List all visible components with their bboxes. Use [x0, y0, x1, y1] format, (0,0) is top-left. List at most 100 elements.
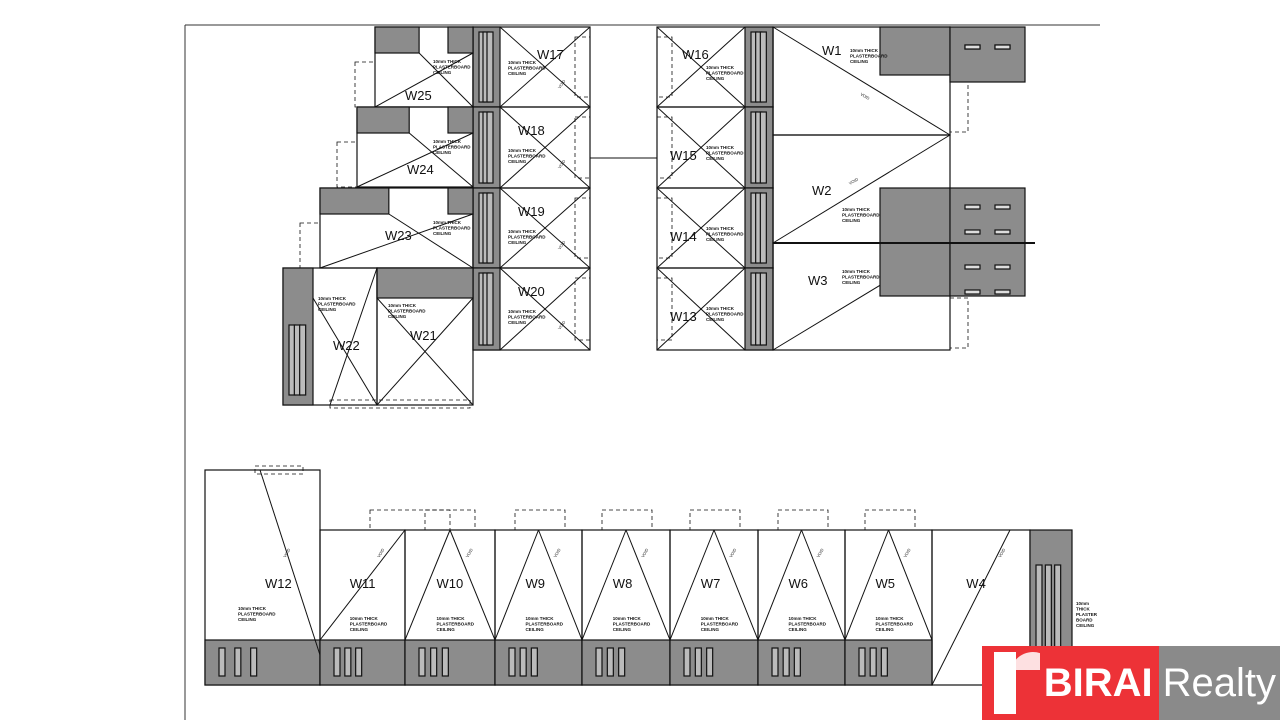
- window-bay: [656, 197, 673, 259]
- ceiling-note: 10mm THICK: [238, 606, 267, 611]
- void-diagonal: [259, 469, 321, 656]
- void-diagonal: [538, 529, 583, 641]
- fixture: [618, 647, 626, 677]
- unit-label-w18: W18: [518, 123, 545, 138]
- ceiling-note: CEILING: [706, 237, 725, 242]
- service-block: [447, 26, 474, 54]
- service-block: [356, 106, 410, 134]
- fixture: [994, 44, 1011, 50]
- ceiling-note: PLASTERBOARD: [508, 66, 546, 71]
- unit-label-w17: W17: [537, 47, 564, 62]
- void-label: VOID: [557, 79, 567, 90]
- ceiling-note: 10mm THICK: [875, 616, 904, 621]
- fixture: [759, 111, 767, 184]
- fixture: [782, 647, 790, 677]
- ceiling-note: 10mm THICK: [613, 616, 642, 621]
- fixture: [771, 647, 779, 677]
- window-bay: [574, 277, 591, 341]
- ceiling-note: PLASTERBOARD: [350, 622, 388, 627]
- ceiling-note: CEILING: [508, 240, 527, 245]
- ceiling-note: PLASTERBOARD: [706, 312, 744, 317]
- service-block: [447, 187, 474, 215]
- fixture: [858, 647, 866, 677]
- ceiling-note: 10mm THICK: [508, 229, 537, 234]
- balcony: [254, 465, 304, 475]
- ceiling-note: PLASTERBOARD: [842, 213, 880, 218]
- void-diagonal: [404, 529, 451, 641]
- fixture: [994, 289, 1011, 295]
- void-diagonal: [329, 267, 378, 406]
- void-diagonal: [772, 134, 951, 244]
- balcony: [299, 222, 321, 269]
- ceiling-note: CEILING: [350, 627, 369, 632]
- balcony: [336, 141, 358, 188]
- unit-label-w5: W5: [875, 576, 895, 591]
- service-block: [949, 26, 1026, 83]
- ceiling-note: CEILING: [706, 317, 725, 322]
- ceiling-note: 10mm THICK: [508, 60, 537, 65]
- fixture: [964, 264, 981, 270]
- ceiling-note: PLASTERBOARD: [706, 71, 744, 76]
- fixture: [694, 647, 702, 677]
- void-label: VOID: [465, 547, 474, 558]
- fixture: [299, 324, 307, 396]
- ceiling-note: 10mm THICK: [850, 48, 879, 53]
- unit-label-w4: W4: [966, 576, 986, 591]
- ceiling-note: PLASTERBOARD: [613, 622, 651, 627]
- ceiling-note: PLASTERBOARD: [388, 309, 426, 314]
- void-diagonal: [931, 529, 1011, 686]
- ceiling-note: CEILING: [433, 70, 452, 75]
- ceiling-note: 10mm THICK: [842, 207, 871, 212]
- ceiling-note: 10mm THICK: [318, 296, 347, 301]
- void-diagonal: [499, 26, 591, 108]
- fixture: [880, 647, 888, 677]
- ceiling-note: PLASTERBOARD: [875, 622, 913, 627]
- ceiling-note: 10mm THICK: [706, 226, 735, 231]
- window-bay: [574, 116, 591, 179]
- unit-label-w3: W3: [808, 273, 828, 288]
- ceiling-note: PLASTERBOARD: [842, 275, 880, 280]
- void-label: VOID: [728, 547, 737, 558]
- ceiling-note: PLASTERBOARD: [433, 226, 471, 231]
- unit-label-w21: W21: [410, 328, 437, 343]
- void-diagonal: [312, 297, 378, 406]
- fixture: [441, 647, 449, 677]
- unit-label-w15: W15: [670, 148, 697, 163]
- ceiling-note: 10mm THICK: [788, 616, 817, 621]
- ceiling-note: CEILING: [437, 627, 456, 632]
- void-diagonal: [319, 529, 406, 641]
- ceiling-note: BOARD: [1076, 618, 1093, 623]
- service-block: [376, 267, 474, 299]
- void-diagonal: [499, 187, 591, 269]
- unit-label-w20: W20: [518, 284, 545, 299]
- service-strip: [581, 639, 671, 686]
- balcony: [777, 509, 829, 531]
- ceiling-note: PLASTERBOARD: [433, 65, 471, 70]
- void-diagonal: [669, 529, 715, 641]
- fixture: [964, 229, 981, 235]
- unit-label-w11: W11: [350, 576, 376, 591]
- balcony: [689, 509, 741, 531]
- void-diagonal: [494, 529, 539, 641]
- ceiling-note: PLASTERBOARD: [706, 151, 744, 156]
- ceiling-note: 10mm THICK: [508, 148, 537, 153]
- void-label: VOID: [848, 177, 859, 186]
- fixture: [869, 647, 877, 677]
- unit-label-w6: W6: [788, 576, 808, 591]
- ceiling-note: CEILING: [842, 280, 861, 285]
- unit-label-w14: W14: [670, 229, 697, 244]
- ceiling-note: 10mm THICK: [842, 269, 871, 274]
- void-diagonal: [625, 529, 671, 641]
- ceiling-note: CEILING: [525, 627, 544, 632]
- service-strip: [669, 639, 759, 686]
- fixture: [606, 647, 614, 677]
- void-label: VOID: [902, 547, 911, 558]
- service-strip: [757, 639, 846, 686]
- balcony: [864, 509, 916, 531]
- ceiling-note: PLASTERBOARD: [318, 302, 356, 307]
- ceiling-note: CEILING: [701, 627, 720, 632]
- ceiling-note: 10mm THICK: [433, 139, 462, 144]
- ceiling-note: CEILING: [508, 159, 527, 164]
- ceiling-note: 10mm THICK: [437, 616, 466, 621]
